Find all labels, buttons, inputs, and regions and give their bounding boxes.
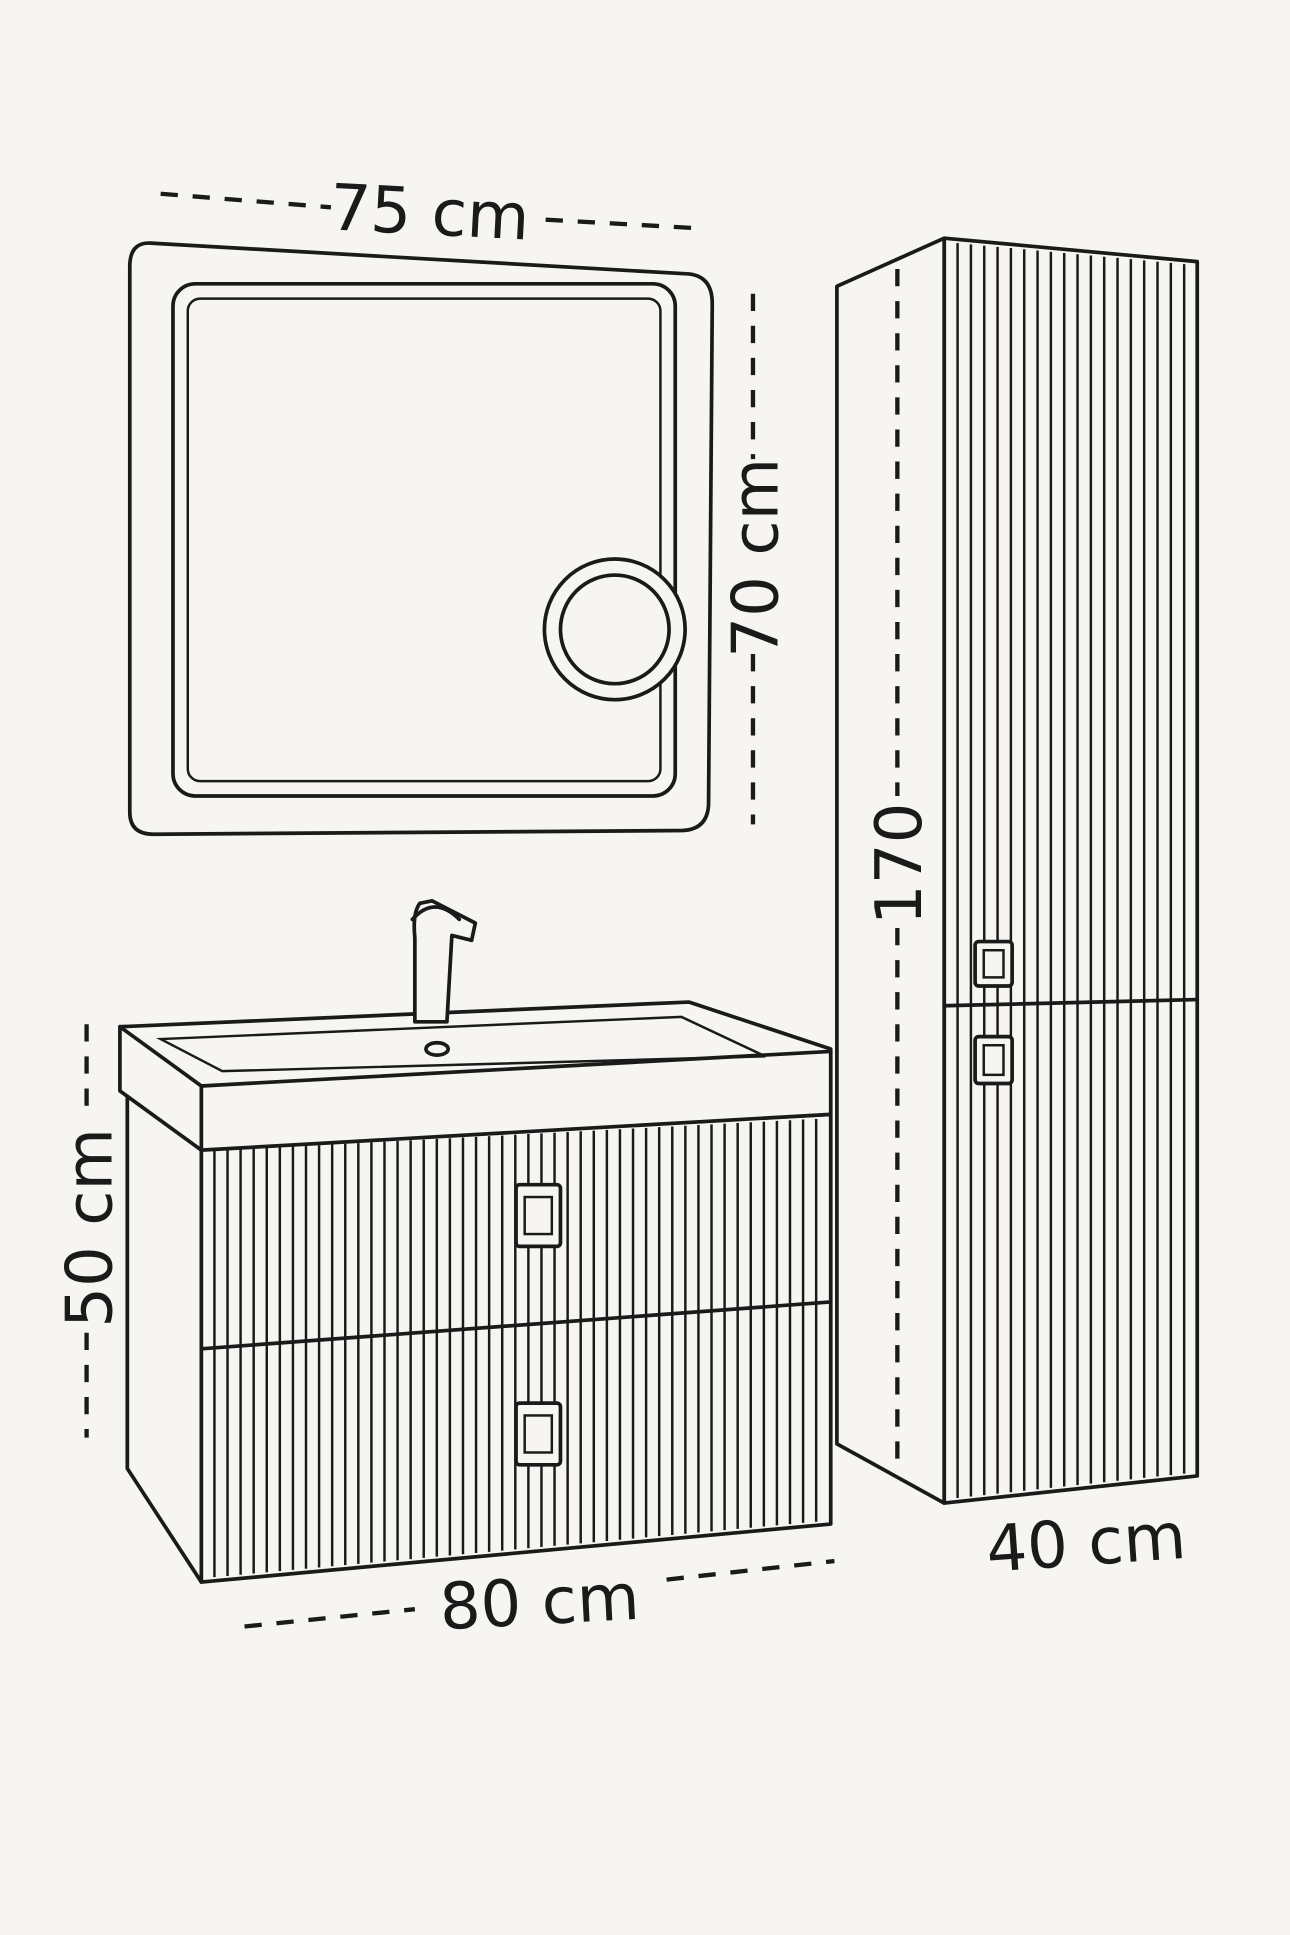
mirror-width-label: 75 cm [328,170,531,255]
drawer-handle-lower [514,1401,563,1467]
door-split-line [942,997,1200,1008]
vanity-height-label: 50 cm [52,1128,127,1328]
magnifier-mirror [542,557,687,702]
drawer-handle-upper [514,1182,563,1249]
drawer-split-line [199,1300,833,1351]
led-mirror [127,241,715,837]
drain-icon [424,1040,451,1057]
vanity-width-label: 80 cm [438,1560,641,1645]
door-handle-lower [973,1034,1014,1086]
vanity-unit [125,1093,833,1584]
mirror-height-label: 70 cm [719,458,794,658]
faucet [410,899,478,1024]
washbasin [118,1000,833,1152]
door-handle-upper [973,939,1014,988]
tall-cabinet-height-label: 170 [862,803,937,925]
dimension-lines [84,191,900,1629]
tall-cabinet-width-label: 40 cm [984,1499,1189,1588]
tall-cabinet [835,236,1200,1505]
